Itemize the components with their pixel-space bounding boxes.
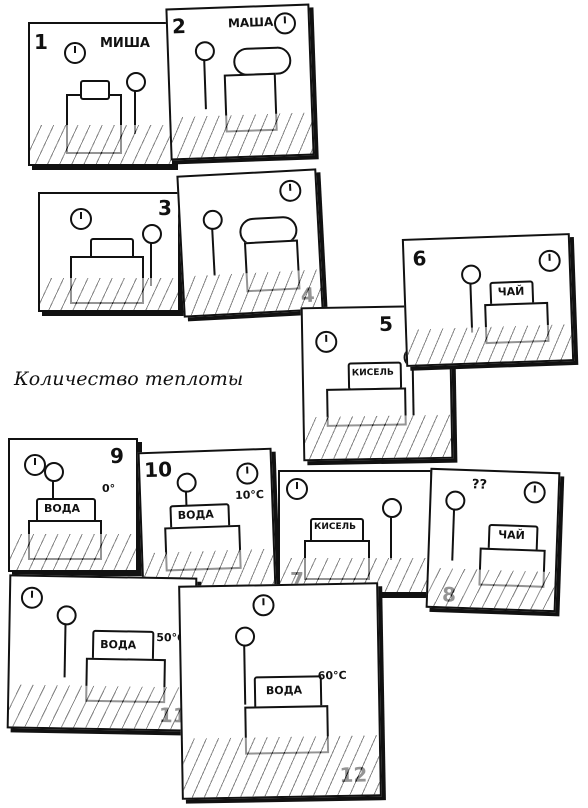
pot-label: ВОДА [177, 507, 215, 523]
panel-1: 1 МИША [28, 22, 174, 166]
panel-number: 5 [378, 311, 394, 336]
panel-11: 11 ВОДА 50°C [6, 574, 198, 732]
character-head [382, 498, 402, 518]
pot-label: КИСЕЛЬ [314, 522, 356, 532]
panel-number: 9 [110, 444, 124, 468]
pot [310, 518, 364, 544]
panel-7: 7 КИСЕЛЬ [278, 470, 432, 594]
roast-dish [232, 46, 292, 77]
pot-label: КИСЕЛЬ [351, 367, 394, 379]
pot-label: ВОДА [100, 637, 137, 652]
character-body [150, 242, 152, 286]
thought-marks: ?? [471, 477, 488, 493]
panel-4: 4 [176, 168, 324, 318]
clock-icon [235, 462, 259, 485]
clock-icon [278, 179, 302, 203]
character-body [390, 516, 392, 560]
character-body [243, 644, 247, 705]
clock-icon [24, 454, 46, 476]
panel-number: 3 [158, 196, 172, 220]
floor [10, 533, 136, 570]
pot-label: ЧАЙ [497, 528, 526, 543]
panel-number: 6 [412, 246, 427, 271]
floor [30, 124, 172, 164]
temperature-label: 60°C [317, 668, 347, 683]
character-head [44, 462, 64, 482]
clock-icon [252, 594, 275, 617]
pot-label: ВОДА [265, 683, 303, 698]
panel-6: 6 ЧАЙ [401, 233, 575, 367]
floor [40, 277, 178, 310]
clock-icon [273, 12, 297, 35]
temperature-label: 10°C [234, 487, 265, 502]
floor [427, 567, 555, 611]
clock-icon [523, 481, 547, 504]
clock-icon [315, 330, 338, 354]
temperature-label: 0° [102, 482, 116, 495]
panel-8: 8 ?? ЧАЙ [425, 467, 561, 613]
character-body [134, 90, 136, 134]
character-head [56, 605, 77, 626]
pot-label: ЧАЙ [497, 284, 525, 299]
clock-icon [70, 208, 92, 230]
floor [407, 324, 573, 365]
character-body [211, 227, 216, 276]
panel-number: 2 [171, 13, 187, 39]
floor [304, 414, 452, 460]
character-body [63, 623, 67, 678]
page-title: Количество теплоты [14, 368, 244, 390]
character-head [126, 72, 146, 92]
clock-icon [538, 249, 562, 273]
panel-10: 10 ВОДА 10°C [137, 447, 277, 595]
character-body [451, 508, 456, 561]
floor [8, 684, 194, 730]
panel-2: 2 МАША [165, 3, 315, 161]
panel-number: 1 [34, 30, 48, 54]
clock-icon [286, 478, 308, 500]
character-head [142, 224, 162, 244]
panel-12: 12 ВОДА 60°C [178, 582, 382, 800]
pot-label: ВОДА [44, 502, 81, 515]
panel-3: 3 [38, 192, 180, 312]
pot [80, 80, 110, 100]
character-body [52, 480, 54, 500]
name-label: МИША [100, 36, 150, 51]
character-head [445, 490, 466, 512]
character-body [469, 282, 474, 333]
name-label: МАША [227, 14, 274, 31]
floor [171, 112, 313, 159]
clock-icon [20, 586, 44, 609]
panel-number: 10 [143, 457, 173, 483]
panel-9: 9 ВОДА 0° [8, 438, 138, 572]
character-body [411, 365, 415, 416]
clock-icon [64, 42, 86, 64]
floor [182, 735, 380, 798]
character-body [203, 59, 207, 110]
